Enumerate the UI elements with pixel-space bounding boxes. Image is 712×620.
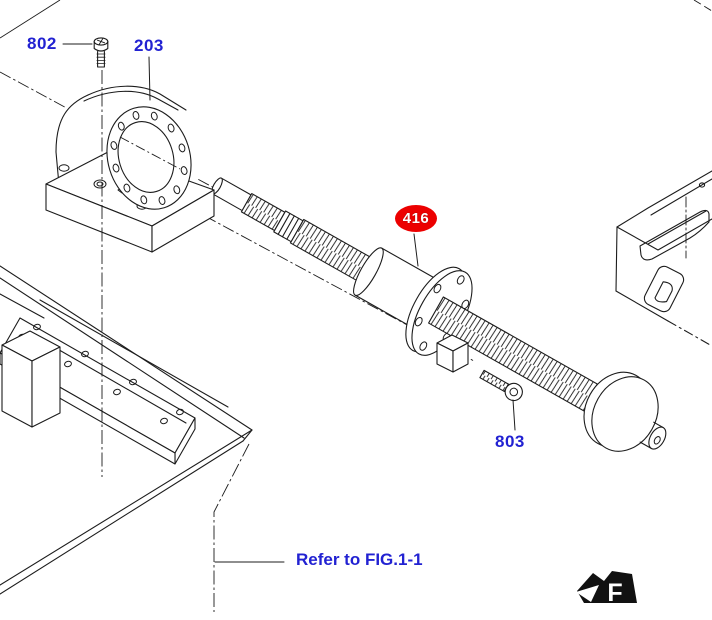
callout-203[interactable]: 203 xyxy=(134,36,164,55)
leader-lines xyxy=(62,43,516,563)
side-frame-box xyxy=(615,170,712,347)
callout-416-highlighted[interactable]: 416 xyxy=(395,205,437,232)
brand-flag-logo: F xyxy=(576,571,637,607)
key-block xyxy=(436,334,469,373)
figure-reference-note[interactable]: Refer to FIG.1-1 xyxy=(296,550,423,569)
screw-802 xyxy=(93,37,109,68)
center-lines-over xyxy=(101,70,250,612)
callout-802[interactable]: 802 xyxy=(27,34,57,53)
callout-803[interactable]: 803 xyxy=(495,432,525,451)
bearing-housing xyxy=(45,83,215,253)
logo-letter: F xyxy=(607,579,622,607)
screw-803 xyxy=(479,369,523,402)
machine-base xyxy=(0,265,253,595)
ballscrew-assembly xyxy=(211,177,667,452)
